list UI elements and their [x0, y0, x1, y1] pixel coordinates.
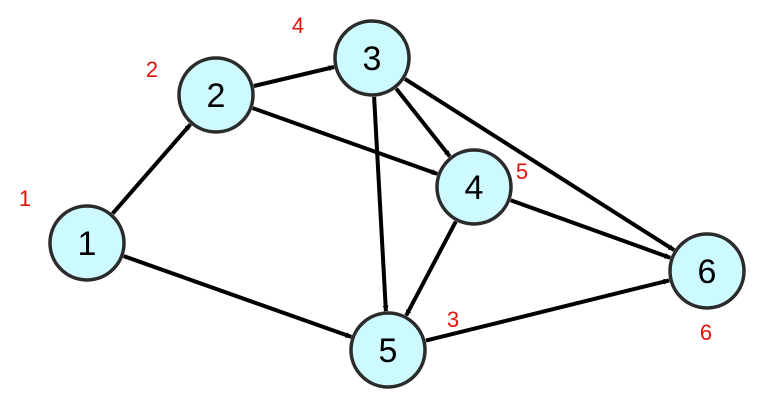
edge-3-6: [403, 77, 676, 252]
edge-2-3: [253, 65, 335, 88]
node-2-label: 2: [207, 77, 226, 115]
order-label-node-1: 1: [19, 186, 31, 211]
order-label-node-3: 4: [292, 13, 304, 38]
node-2: 2: [177, 56, 255, 134]
order-label-node-2: 2: [146, 57, 158, 82]
edge-2-4: [252, 106, 438, 176]
order-labels-layer: 1 2 4 5 3 6: [19, 13, 712, 345]
node-5: 5: [349, 311, 427, 389]
edge-4-6: [510, 198, 671, 260]
node-3-label: 3: [363, 40, 382, 78]
edge-4-5: [404, 220, 458, 317]
node-6: 6: [668, 232, 746, 310]
node-6-label: 6: [698, 253, 717, 291]
node-4-label: 4: [465, 169, 484, 207]
edge-1-5: [123, 254, 352, 339]
edge-3-5: [372, 96, 389, 312]
order-label-node-5: 3: [447, 307, 459, 332]
edge-5-6: [425, 278, 670, 343]
edge-1-2: [111, 123, 192, 215]
edges-layer: [111, 65, 676, 343]
nodes-layer: 1 2 3 4 5 6: [48, 19, 746, 389]
edge-3-4: [394, 87, 452, 158]
node-3: 3: [333, 19, 411, 97]
order-label-node-6: 6: [700, 320, 712, 345]
node-4: 4: [435, 148, 513, 226]
node-5-label: 5: [379, 332, 398, 370]
node-1: 1: [48, 204, 126, 282]
node-1-label: 1: [78, 225, 97, 263]
order-label-node-4: 5: [516, 159, 528, 184]
